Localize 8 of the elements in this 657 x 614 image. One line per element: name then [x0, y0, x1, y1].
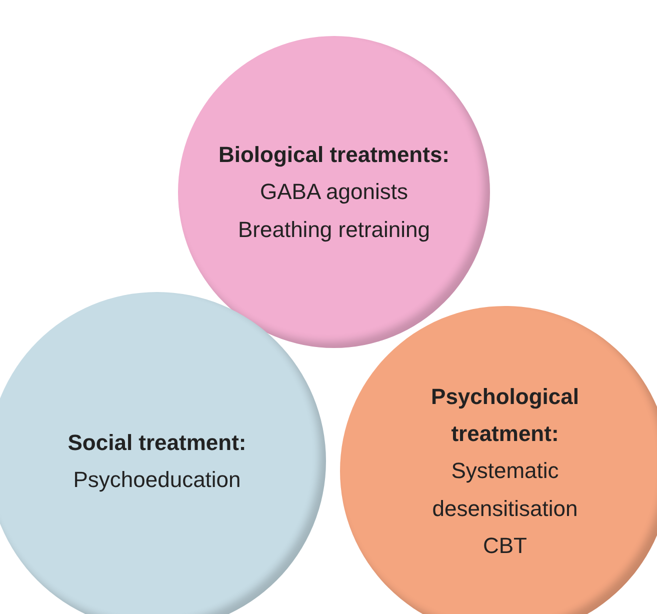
treatment-text: CBT	[483, 532, 527, 560]
treatment-text: Breathing retraining	[238, 216, 430, 244]
circle-heading: Psychological treatment:	[430, 382, 580, 448]
treatment-text: Systematic desensitisation	[431, 457, 579, 523]
treatment-text: GABA agonists	[260, 178, 408, 206]
treatment-text: Psychoeducation	[73, 466, 241, 494]
circle-heading: Biological treatments:	[218, 140, 450, 169]
circle-heading: Social treatment:	[68, 428, 246, 457]
